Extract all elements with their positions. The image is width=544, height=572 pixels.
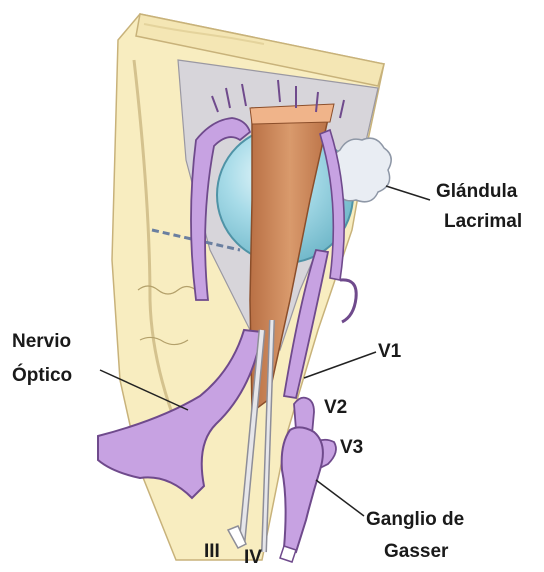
label-v1: V1 — [378, 340, 401, 363]
leader-gasser — [316, 480, 364, 516]
gasserian-ganglion — [282, 427, 323, 552]
label-cn-iii: III — [204, 540, 220, 563]
label-gasserian-line1: Ganglio de — [366, 508, 464, 531]
label-optic-nerve-line2: Óptico — [12, 364, 72, 387]
label-v2: V2 — [324, 396, 347, 419]
nerve-hook — [340, 280, 356, 322]
label-lacrimal-gland-line1: Glándula — [436, 180, 517, 203]
leader-v1 — [304, 352, 376, 378]
label-lacrimal-gland-line2: Lacrimal — [444, 210, 522, 233]
label-cn-iv: IV — [244, 546, 262, 569]
label-optic-nerve-line1: Nervio — [12, 330, 71, 353]
muscle-tendon — [250, 104, 334, 124]
leader-lacrimal — [386, 186, 430, 200]
label-v3: V3 — [340, 436, 363, 459]
label-gasserian-line2: Gasser — [384, 540, 448, 563]
